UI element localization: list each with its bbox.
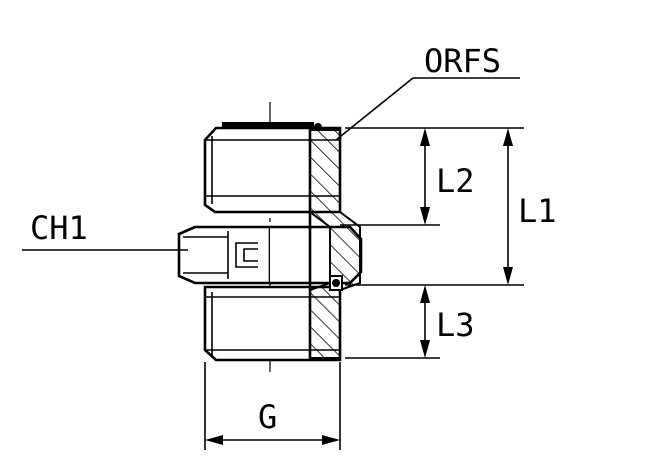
- seal-ring: [329, 275, 343, 291]
- l2-dimension: L2: [420, 128, 475, 225]
- orfs-leader: [335, 77, 414, 141]
- l1-label: L1: [518, 192, 557, 230]
- section-hatch: [309, 129, 361, 359]
- l2-label: L2: [436, 162, 475, 200]
- l3-label: L3: [436, 306, 475, 344]
- orfs-label: ORFS: [424, 42, 501, 80]
- manufacturer-logo: [235, 242, 258, 268]
- ch1-label: CH1: [30, 209, 88, 247]
- extension-lines: [204, 127, 524, 450]
- l3-dimension: L3: [420, 285, 475, 358]
- g-dimension: G: [205, 398, 340, 445]
- l1-dimension: L1: [503, 128, 557, 285]
- oring-face-groove: [222, 122, 314, 128]
- g-label: G: [258, 398, 277, 436]
